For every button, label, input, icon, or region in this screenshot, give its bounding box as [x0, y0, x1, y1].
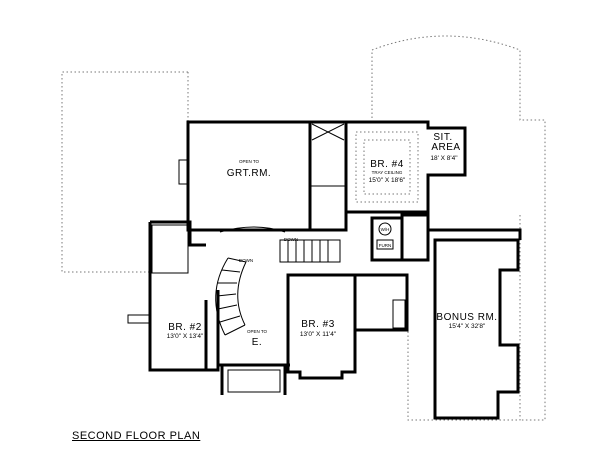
great-room-name: GRT.RM. — [227, 168, 271, 179]
bedroom4-size: 15'0" X 18'6" — [369, 177, 406, 184]
bedroom4 — [346, 120, 467, 214]
foyer-name: E. — [252, 337, 262, 348]
furnace — [376, 239, 394, 250]
bedroom2 — [148, 220, 220, 372]
stairs-main — [279, 239, 341, 263]
furnace-label: FURN — [379, 243, 392, 248]
porch — [227, 369, 281, 393]
bonus-room — [433, 238, 520, 420]
window — [127, 314, 151, 324]
bath-hall — [400, 213, 430, 262]
bath-bedroom2 — [151, 224, 189, 274]
foyer — [218, 363, 290, 395]
bedroom4-note: TRAY CEILING — [372, 170, 403, 175]
tray-ceiling-inner — [363, 139, 411, 195]
bedroom3-name: BR. #3 — [301, 319, 335, 330]
bedroom3-size: 13'0" X 11'4" — [300, 331, 337, 338]
water-heater — [378, 222, 392, 236]
bedroom4-name: BR. #4 — [370, 159, 404, 170]
window — [178, 159, 189, 185]
balcony-rail — [219, 226, 286, 233]
bath-bedroom3 — [353, 273, 409, 332]
foyer-note: OPEN TO — [247, 329, 268, 334]
first-floor-outline-left — [61, 71, 189, 273]
bonus-room-size: 15'4" X 32'8" — [449, 323, 486, 330]
water-heater-label: W/H — [381, 227, 390, 232]
first-floor-outline-top — [371, 35, 546, 421]
closet-x — [311, 123, 345, 141]
stairs-curved — [215, 257, 247, 336]
sit-area-name-1: SIT. — [433, 132, 452, 143]
bedroom2-name: BR. #2 — [168, 322, 202, 333]
tub — [392, 299, 406, 329]
stair-main-label: DOWN — [284, 237, 298, 242]
sit-area-size: 18' X 8'4" — [430, 155, 458, 162]
bedroom2-size: 13'0" X 13'4" — [167, 333, 204, 340]
stair-curved-label: DOWN — [239, 258, 253, 263]
sit-area-name-2: AREA — [431, 142, 460, 153]
bonus-room-name: BONUS RM. — [436, 312, 497, 323]
plan-title: SECOND FLOOR PLAN — [72, 430, 201, 442]
tray-ceiling — [355, 131, 419, 203]
great-room-note: OPEN TO — [239, 159, 260, 164]
